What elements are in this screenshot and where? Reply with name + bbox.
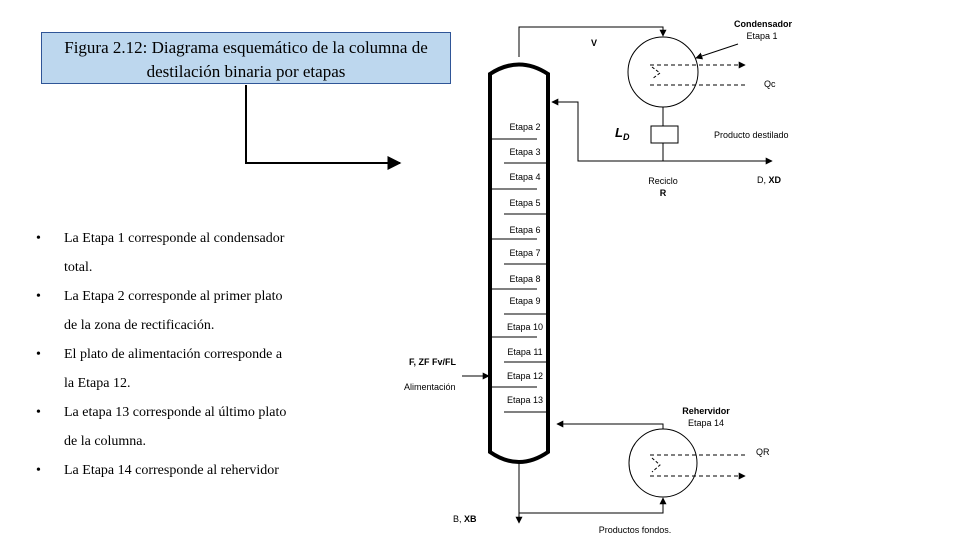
reflux-r-label: R: [660, 188, 667, 198]
vapor-label: V: [591, 38, 597, 48]
qc-label: Qc: [764, 79, 776, 89]
figure-caption: Figura 2.12: Diagrama esquemático de la …: [41, 32, 451, 84]
ld-label: LD: [615, 125, 630, 142]
stage-label: Etapa 11: [507, 347, 542, 357]
bullet-item: La etapa 13 corresponde al último platod…: [36, 398, 330, 456]
d-xd-label: D, XD: [757, 175, 782, 185]
stage-label: Etapa 6: [509, 225, 540, 235]
distillate-label: Producto destilado: [714, 130, 789, 140]
condenser-feed-arrow: [695, 43, 739, 60]
caption-line-2: destilación binaria por etapas: [146, 62, 346, 81]
stage-label: Etapa 5: [509, 198, 540, 208]
reboiler-coil-zigzag: [651, 457, 661, 473]
column-shell: [488, 62, 550, 464]
b-xb-label: B, XB: [453, 514, 477, 524]
stage-label: Etapa 7: [509, 248, 540, 258]
qr-label: QR: [756, 447, 770, 457]
reboiler-title: Rehervidor: [682, 406, 730, 416]
stage-label: Etapa 13: [507, 395, 543, 405]
condenser: [627, 36, 699, 108]
stage-label: Etapa 8: [509, 274, 540, 284]
stage-label: Etapa 4: [509, 172, 540, 182]
bullet-item: La Etapa 14 corresponde al rehervidor: [36, 456, 330, 485]
condenser-stage: Etapa 1: [746, 31, 777, 41]
bullet-item: La Etapa 1 corresponde al condensadortot…: [36, 224, 330, 282]
reflux-drum: [650, 125, 679, 144]
vapor-line: [518, 26, 667, 57]
reflux-label: Reciclo: [648, 176, 678, 186]
stage-label: Etapa 2: [509, 122, 540, 132]
caption-connector-arrow: [245, 85, 402, 170]
feed-label: Alimentación: [404, 382, 456, 392]
stage-label: Etapa 9: [509, 296, 540, 306]
reflux-line: [551, 98, 663, 162]
reboiler-stage: Etapa 14: [688, 418, 724, 428]
feed-spec-label: F, ZF Fv/FL: [409, 357, 456, 367]
reboiler: [628, 428, 698, 498]
stage-label: Etapa 12: [507, 371, 543, 381]
bullet-list: La Etapa 1 corresponde al condensadortot…: [36, 224, 330, 485]
condenser-title: Condensador: [734, 19, 793, 29]
bullet-item: La Etapa 2 corresponde al primer platode…: [36, 282, 330, 340]
column-trays: Etapa 2 Etapa 3 Etapa 4 Etapa 5 Etapa 6 Etapa…: [491, 122, 550, 413]
bullet-item: El plato de alimentación corresponde ala…: [36, 340, 330, 398]
stage-label: Etapa 10: [507, 322, 543, 332]
condenser-coil-zigzag: [651, 66, 661, 80]
stage-label: Etapa 3: [509, 147, 540, 157]
reboiler-liquid-feed: [519, 497, 667, 514]
caption-line-1: Figura 2.12: Diagrama esquemático de la …: [64, 38, 428, 57]
bottoms-label: Productos fondos.: [599, 525, 672, 535]
